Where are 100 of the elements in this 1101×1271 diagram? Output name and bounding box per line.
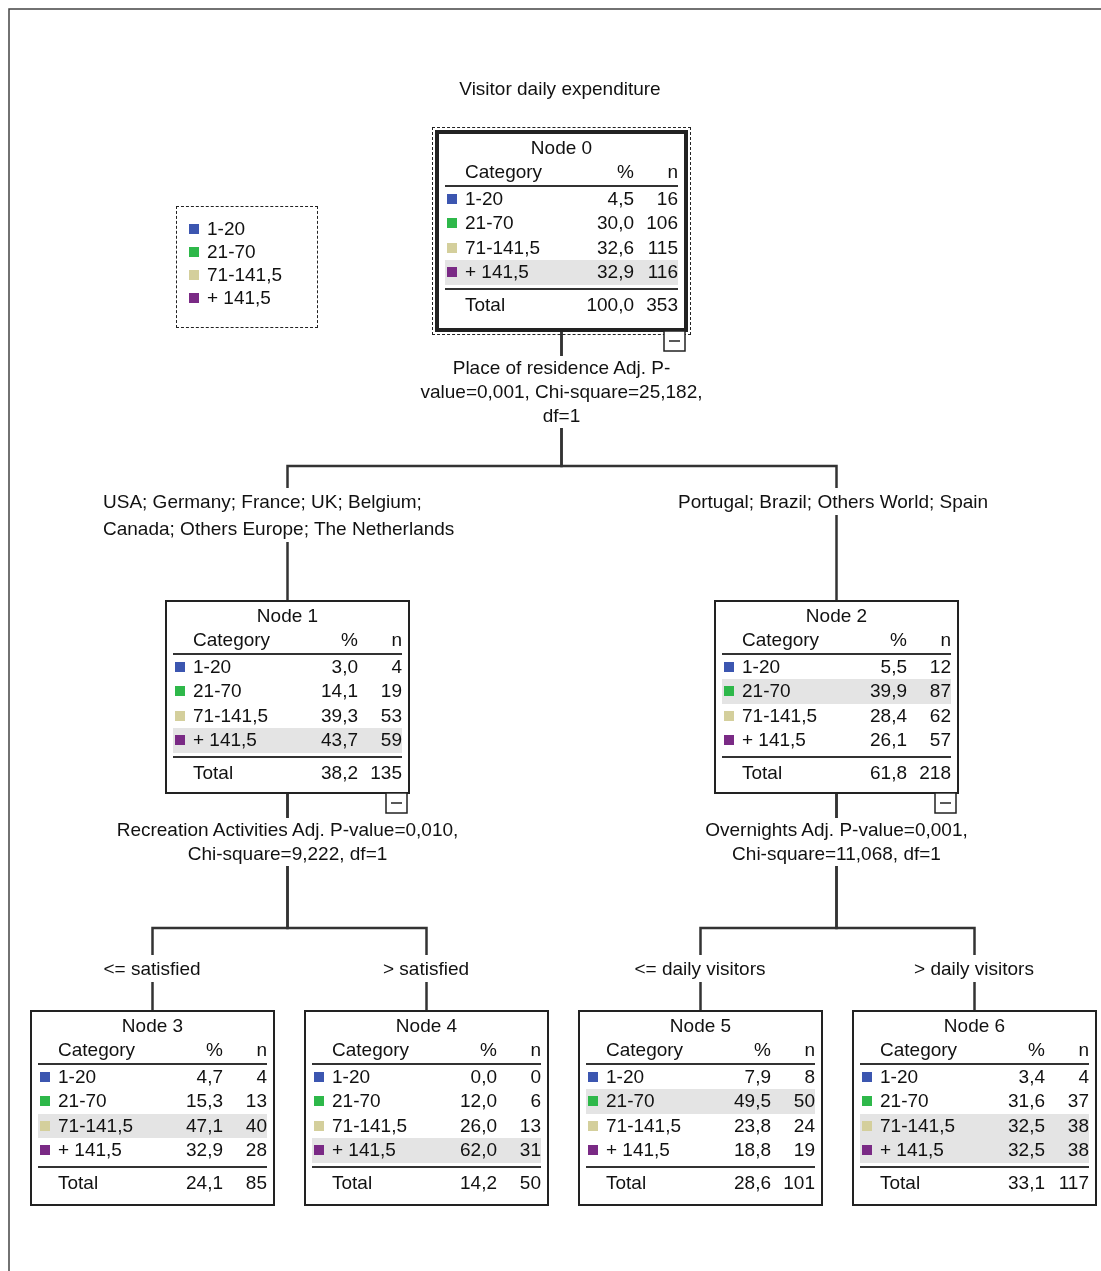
table-cell-text: 4 [255,1064,267,1089]
table-cell-text: 4 [1077,1064,1089,1089]
table-cell-text: 13 [518,1113,541,1138]
table-cell-text: 3,0 [330,654,358,679]
column-header: Category [741,628,821,652]
table-cell: 1-20 [742,654,781,679]
table-cell-text: 50 [518,1170,541,1195]
tree-node-box [304,1010,549,1206]
node-title: Node 6 [942,1014,1007,1038]
table-cell-text: 30,0 [596,211,634,235]
table-cell-text: 14,2 [459,1170,497,1195]
table-cell: 1-20 [465,186,504,211]
table-cell-text: 31,6 [1007,1089,1045,1113]
table-cell-text: + 141,5 [193,728,257,752]
tree-node-box [578,1010,823,1206]
table-cell-text: 85 [244,1170,267,1195]
table-cell-text: 50 [792,1089,815,1113]
node-title: Node 0 [529,136,594,160]
table-cell-text: 100,0 [585,292,634,317]
table-cell-text: + 141,5 [465,260,529,284]
column-header: Category [605,1038,685,1062]
table-cell-text: 28 [244,1138,267,1162]
column-header: % [340,628,358,652]
table-cell-text: 0 [529,1064,541,1089]
table-cell: 1-20 [880,1064,919,1089]
column-header: n [529,1038,541,1062]
table-cell-text: 28,6 [733,1170,771,1195]
table-cell-text: + 141,5 [58,1138,122,1162]
table-cell: 71-141,5 [880,1113,955,1138]
table-cell-text: 218 [918,760,951,785]
table-cell-text: 12,0 [459,1089,497,1113]
table-cell: 71-141,5 [606,1113,681,1138]
legend-label: 1-20 [207,217,246,240]
column-header: % [616,160,634,184]
column-header: n [1077,1038,1089,1062]
column-header: Category [192,628,272,652]
table-cell-text: 16 [655,186,678,211]
column-header: n [939,628,951,652]
table-cell-text: 116 [646,260,678,284]
table-cell-text: 4 [390,654,402,679]
table-cell-text: 26,0 [459,1113,497,1138]
legend-label: 21-70 [207,240,256,263]
column-header: % [889,628,907,652]
table-cell-text: 38 [1066,1138,1089,1162]
column-header: % [753,1038,771,1062]
tree-node-box [852,1010,1097,1206]
table-cell-text: 19 [379,679,402,703]
table-cell-text: 53 [379,703,402,728]
legend-label: 71-141,5 [207,263,282,286]
table-cell-text: 18,8 [733,1138,771,1162]
column-header: n [390,628,402,652]
table-cell-text: 4,5 [606,186,634,211]
table-cell-text: + 141,5 [880,1138,944,1162]
table-cell-text: 62,0 [459,1138,497,1162]
table-cell-text: 62 [928,703,951,728]
node-title: Node 5 [668,1014,733,1038]
table-cell-text: 4,7 [195,1064,223,1089]
table-cell-text: 28,4 [869,703,907,728]
table-cell-text: 87 [928,679,951,703]
table-cell-text: Total [192,760,235,785]
table-cell-text: 32,9 [596,260,634,284]
legend-label: + 141,5 [207,286,271,309]
table-cell-text: 23,8 [733,1113,771,1138]
table-cell-text: Total [57,1170,100,1195]
table-cell-text: 26,1 [869,728,907,752]
table-cell-text: 106 [645,211,678,235]
table-cell: 1-20 [606,1064,645,1089]
column-header: Category [879,1038,959,1062]
table-cell: 71-141,5 [332,1113,407,1138]
table-cell-text: 21-70 [58,1089,107,1113]
table-cell-text: Total [464,292,507,317]
table-cell-text: 0,0 [469,1064,497,1089]
table-cell-text: + 141,5 [606,1138,670,1162]
table-cell: 1-20 [193,654,232,679]
branch-label: Portugal; Brazil; Others World; Spain [678,488,989,515]
table-cell-text: 14,1 [320,679,358,703]
node-title: Node 2 [804,604,869,628]
table-cell-text: 101 [782,1170,815,1195]
table-cell-text: 24 [792,1113,815,1138]
table-cell-text: 3,4 [1017,1064,1045,1089]
table-cell-text: 32,9 [185,1138,223,1162]
table-cell-text: 21-70 [332,1089,381,1113]
tree-title: Visitor daily expenditure [458,78,662,100]
node-title: Node 1 [255,604,320,628]
node-title: Node 3 [120,1014,185,1038]
table-cell-text: 61,8 [869,760,907,785]
table-cell: 1-20 [58,1064,97,1089]
tree-node-box [30,1010,275,1206]
tree-node-box [435,130,688,332]
table-cell-text: 21-70 [606,1089,655,1113]
table-cell-text: 12 [928,654,951,679]
table-cell-text: + 141,5 [742,728,806,752]
table-cell-text: 31 [518,1138,541,1162]
tree-node-box [165,600,410,794]
table-cell-text: Total [605,1170,648,1195]
table-cell-text: 37 [1066,1089,1089,1113]
table-cell-text: 32,6 [596,235,634,260]
column-header: % [205,1038,223,1062]
table-cell-text: 38,2 [320,760,358,785]
table-cell-text: 32,5 [1007,1138,1045,1162]
